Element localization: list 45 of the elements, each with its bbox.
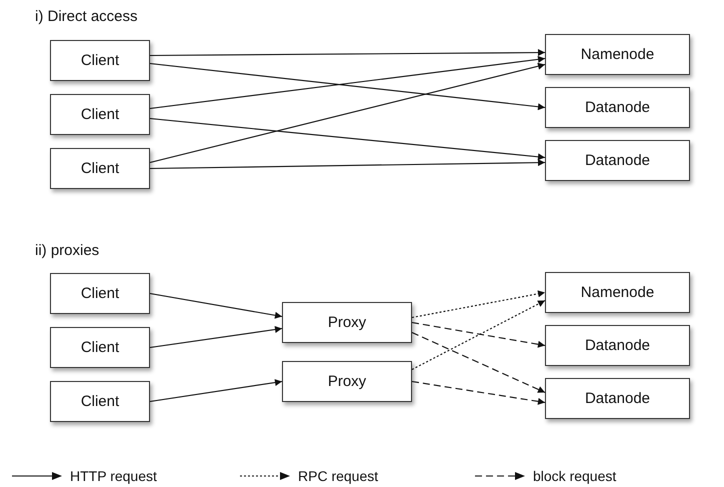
node-box (50, 148, 150, 189)
node-box (50, 381, 150, 422)
arrow (150, 379, 282, 402)
arrow (412, 300, 546, 370)
arrow (150, 49, 545, 56)
arrow (412, 290, 546, 318)
node-label: Datanode (584, 390, 650, 407)
arrow (150, 118, 546, 160)
node-label: Namenode (580, 46, 654, 63)
node-label: Namenode (580, 284, 654, 301)
node-label: Client (80, 52, 120, 69)
legend-label: RPC request (298, 468, 378, 484)
node-box (50, 273, 150, 314)
arrow (412, 380, 546, 405)
node-box (545, 325, 690, 366)
arrow (412, 322, 546, 348)
node-label: Proxy (328, 373, 366, 390)
node-box (545, 140, 690, 181)
node-label: Client (80, 106, 120, 123)
node-box (282, 361, 412, 402)
node-box (50, 40, 150, 81)
section-heading: ii) proxies (35, 242, 100, 259)
node-label: Datanode (584, 99, 650, 116)
legend-label: HTTP request (70, 468, 157, 484)
section-heading: i) Direct access (35, 8, 138, 25)
node-box (545, 87, 690, 128)
node-label: Client (80, 285, 120, 302)
legend-label: block request (533, 468, 616, 484)
node-label: Proxy (328, 314, 366, 331)
arrow (150, 292, 282, 319)
arrow (150, 62, 546, 164)
arrow (150, 326, 282, 348)
node-box (282, 302, 412, 343)
node-box (545, 34, 690, 75)
node-box (50, 94, 150, 135)
node-label: Client (80, 393, 120, 410)
node-label: Datanode (584, 337, 650, 354)
node-label: Client (80, 339, 120, 356)
node-box (545, 378, 690, 419)
node-box (50, 327, 150, 368)
node-label: Client (80, 160, 120, 177)
node-label: Datanode (584, 152, 650, 169)
arrow (412, 332, 546, 393)
node-box (545, 272, 690, 313)
arrow (150, 159, 545, 170)
